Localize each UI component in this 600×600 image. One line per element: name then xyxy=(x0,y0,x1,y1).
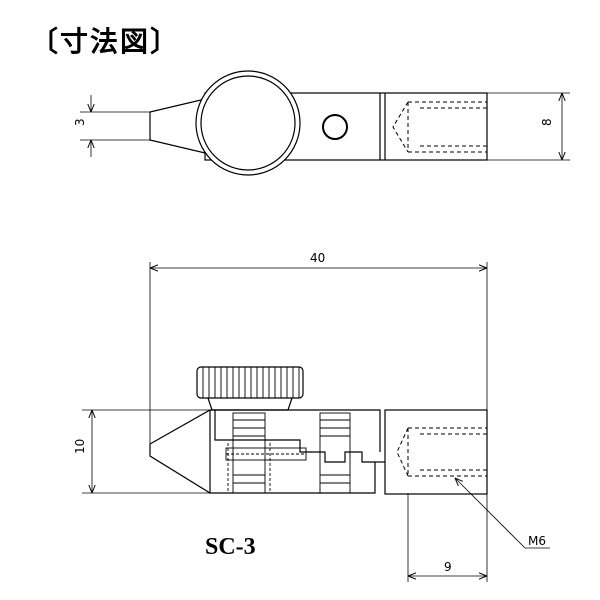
front-view xyxy=(82,262,550,582)
thread-size-label: M6 xyxy=(528,534,546,548)
front-height-label: 10 xyxy=(73,439,87,454)
knob-circle-inner xyxy=(200,75,296,171)
screw-hole-circle xyxy=(322,114,348,140)
page-title: 〔寸法図〕 xyxy=(30,25,181,58)
thread-depth-label: 9 xyxy=(444,560,452,574)
model-name: SC-3 xyxy=(205,534,256,560)
front-right-block xyxy=(384,409,488,495)
overall-length-label: 40 xyxy=(310,251,325,265)
top-height-label: 8 xyxy=(540,118,554,126)
knob-circle-outer xyxy=(195,70,301,176)
knurled-knob xyxy=(196,366,304,399)
tip-width-label: 3 xyxy=(73,118,87,126)
top-view xyxy=(80,70,570,176)
